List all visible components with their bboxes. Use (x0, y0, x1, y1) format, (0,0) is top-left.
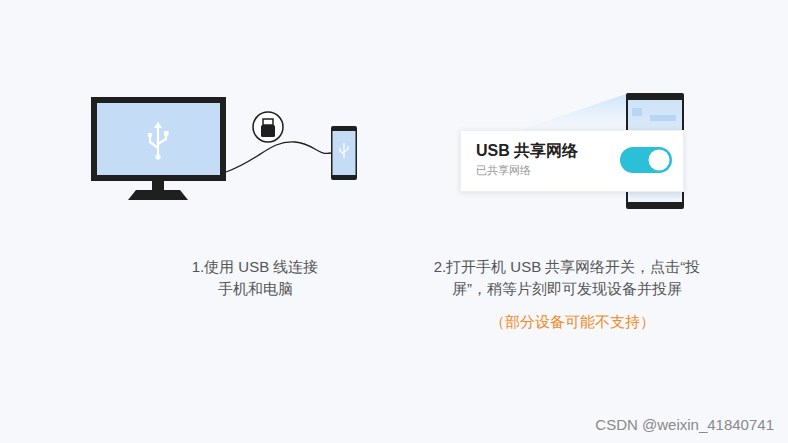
monitor (91, 97, 226, 200)
setting-title: USB 共享网络 (476, 131, 683, 160)
watermark: CSDN @weixin_41840741 (595, 414, 774, 436)
step-caption: 1.使用 USB 线连接 手机和电脑 (185, 256, 325, 300)
setting-status: 已共享网络 (476, 160, 683, 176)
phone (331, 126, 357, 180)
step-caption: 2.打开手机 USB 共享网络开关，点击“投 屏”，稍等片刻即可发现设备并投屏 (417, 256, 717, 300)
usb-plug-icon (253, 112, 283, 142)
note: （部分设备可能不支持） (452, 311, 692, 333)
setting-card: USB 共享网络已共享网络 (460, 130, 684, 192)
usb-cable (226, 142, 331, 172)
